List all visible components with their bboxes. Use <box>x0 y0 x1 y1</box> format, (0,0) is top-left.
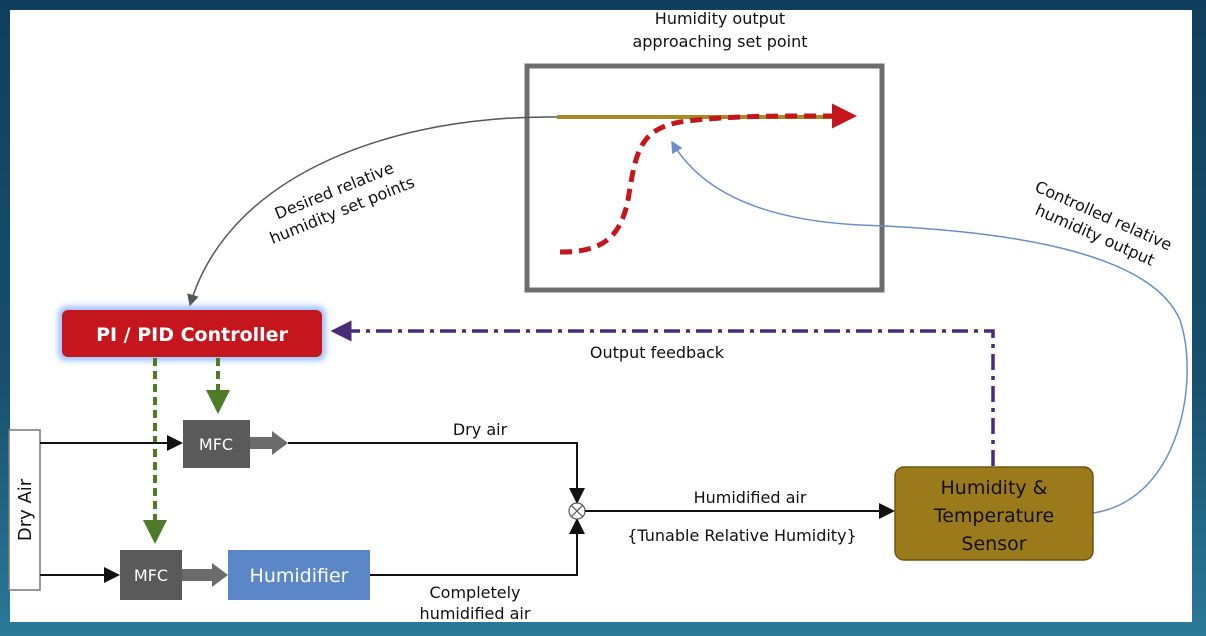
sensor-label-2: Temperature <box>933 505 1054 527</box>
response-graph: Humidity output approaching set point <box>524 9 885 293</box>
mfc-bottom <box>120 550 182 600</box>
feedback-label: Output feedback <box>590 343 725 362</box>
mfc-bottom-output-arrow <box>182 563 228 587</box>
mixer-icon <box>568 502 586 520</box>
setpoint-arrow <box>187 116 558 307</box>
graph-subtitle: approaching set point <box>632 32 807 51</box>
dry-air-source <box>8 429 41 591</box>
humidified-air-label: Humidified air <box>694 488 807 507</box>
feedback-line <box>330 320 995 466</box>
completely-label: Completely <box>429 583 520 602</box>
humidifier-label: Humidifier <box>250 565 349 587</box>
tunable-label: {Tunable Relative Humidity} <box>627 526 856 545</box>
humidity-response-curve <box>559 103 857 255</box>
mfc-top-label: MFC <box>199 435 233 454</box>
mfc-top <box>183 420 250 468</box>
mfc-top-output-arrow <box>250 431 288 455</box>
sensor-label-1: Humidity & <box>940 477 1047 499</box>
completely-label-2: humidified air <box>420 604 531 623</box>
graph-frame <box>524 63 885 293</box>
dry-air-label: Dry air <box>453 420 508 439</box>
controlled-output-arrow <box>671 140 1188 514</box>
pid-controller-label: PI / PID Controller <box>96 324 288 346</box>
dry-air-flow <box>288 442 585 504</box>
dry-air-source-label: Dry Air <box>15 478 36 541</box>
pid-controller <box>62 310 322 357</box>
humidified-flow <box>370 518 585 576</box>
humidifier <box>228 550 370 600</box>
graph-title: Humidity output <box>655 9 785 28</box>
humidity-temperature-sensor <box>894 466 1094 561</box>
mfc-bottom-label: MFC <box>134 566 168 585</box>
sensor-label-3: Sensor <box>961 533 1026 555</box>
